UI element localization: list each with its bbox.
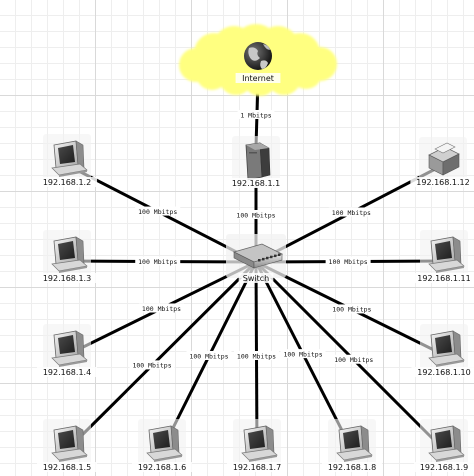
- link-label-pc-1-8: 100 Mbitps: [280, 349, 326, 358]
- node-pc-1-7[interactable]: 192.168.1.7: [226, 418, 288, 472]
- node-label-pc-1-4: 192.168.1.4: [36, 367, 98, 377]
- node-pc-1-11[interactable]: 192.168.1.11: [411, 229, 474, 283]
- link-label-pc-1-5: 100 Mbitps: [129, 360, 175, 370]
- svg-text:192.168.1.5: 192.168.1.5: [43, 463, 91, 472]
- node-printer-1-12[interactable]: 192.168.1.12: [410, 137, 474, 187]
- link-label-pc-1-9: 100 Mbitps: [331, 354, 377, 364]
- svg-text:Internet: Internet: [242, 74, 274, 83]
- svg-text:1 Mbitps: 1 Mbitps: [240, 111, 271, 119]
- link-label-pc-1-6: 100 Mbitps: [186, 351, 232, 360]
- link-labels-layer: 1 Mbitps 100 Mbitps 100 Mbitps 100 Mbitps 10…: [129, 110, 377, 370]
- svg-text:100 Mbitps: 100 Mbitps: [138, 208, 177, 216]
- svg-text:100 Mbitps: 100 Mbitps: [132, 362, 171, 370]
- svg-text:192.168.1.12: 192.168.1.12: [416, 178, 469, 187]
- link-label-pc-1-3: 100 Mbitps: [135, 256, 181, 266]
- node-label-pc-1-2: 192.168.1.2: [36, 177, 98, 187]
- node-pc-1-9[interactable]: 192.168.1.9: [413, 418, 474, 472]
- router-node[interactable]: 192.168.1.1: [225, 136, 287, 188]
- link-label-pc-1-4: 100 Mbitps: [139, 303, 184, 313]
- link-label-pc-1-2: 100 Mbitps: [135, 206, 181, 216]
- computer-icon: [232, 418, 282, 470]
- svg-text:100 Mbitps: 100 Mbitps: [332, 306, 371, 314]
- link-label-router-switch: 100 Mbitps: [233, 210, 279, 219]
- svg-text:100 Mbitps: 100 Mbitps: [283, 350, 322, 358]
- svg-text:192.168.1.1: 192.168.1.1: [232, 179, 280, 188]
- internet-node[interactable]: Internet: [179, 24, 337, 96]
- switch-icon: [226, 234, 286, 278]
- computer-icon: [42, 323, 92, 375]
- svg-text:192.168.1.4: 192.168.1.4: [43, 368, 91, 377]
- node-label-printer-1-12: 192.168.1.12: [410, 177, 474, 187]
- svg-text:100 Mbitps: 100 Mbitps: [237, 352, 276, 360]
- node-label-pc-1-11: 192.168.1.11: [411, 273, 474, 283]
- computer-icon: [419, 229, 469, 281]
- node-label-pc-1-3: 192.168.1.3: [36, 273, 98, 283]
- node-label-pc-1-7: 192.168.1.7: [226, 462, 288, 472]
- svg-text:100 Mbitps: 100 Mbitps: [236, 211, 275, 219]
- computer-icon: [327, 418, 377, 470]
- internet-label: Internet: [235, 73, 281, 83]
- node-label-pc-1-10: 192.168.1.10: [411, 367, 474, 377]
- link-label-internet-router: 1 Mbitps: [237, 110, 275, 119]
- globe-icon: [244, 42, 272, 70]
- link-label-printer-1-12: 100 Mbitps: [328, 207, 374, 217]
- node-pc-1-4[interactable]: 192.168.1.4: [36, 323, 98, 377]
- svg-text:192.168.1.3: 192.168.1.3: [43, 274, 91, 283]
- server-icon: [232, 136, 280, 188]
- svg-text:192.168.1.7: 192.168.1.7: [233, 463, 281, 472]
- switch-node[interactable]: Switch: [226, 234, 286, 283]
- computer-icon: [42, 229, 92, 281]
- router-label: 192.168.1.1: [225, 178, 287, 188]
- node-label-pc-1-6: 192.168.1.6: [131, 462, 193, 472]
- computer-icon: [419, 418, 469, 470]
- node-label-pc-1-5: 192.168.1.5: [36, 462, 98, 472]
- svg-text:100 Mbitps: 100 Mbitps: [332, 209, 371, 217]
- svg-text:100 Mbitps: 100 Mbitps: [142, 305, 181, 313]
- link-label-pc-1-11: 100 Mbitps: [325, 256, 371, 266]
- svg-text:100 Mbitps: 100 Mbitps: [329, 258, 368, 266]
- svg-text:192.168.1.8: 192.168.1.8: [328, 463, 376, 472]
- node-label-pc-1-9: 192.168.1.9: [413, 462, 474, 472]
- computer-icon: [137, 418, 187, 470]
- svg-text:100 Mbitps: 100 Mbitps: [138, 258, 177, 266]
- svg-text:Switch: Switch: [243, 274, 269, 283]
- node-pc-1-3[interactable]: 192.168.1.3: [36, 229, 98, 283]
- svg-text:192.168.1.2: 192.168.1.2: [43, 178, 91, 187]
- svg-text:192.168.1.11: 192.168.1.11: [417, 274, 470, 283]
- cloud-icon: [179, 24, 337, 96]
- svg-text:100 Mbitps: 100 Mbitps: [189, 352, 228, 360]
- link-label-pc-1-10: 100 Mbitps: [329, 304, 375, 314]
- switch-label: Switch: [238, 273, 274, 283]
- node-pc-1-10[interactable]: 192.168.1.10: [411, 323, 474, 377]
- svg-text:100 Mbitps: 100 Mbitps: [334, 356, 373, 364]
- node-label-pc-1-8: 192.168.1.8: [321, 462, 383, 472]
- computer-icon: [42, 133, 92, 185]
- node-pc-1-2[interactable]: 192.168.1.2: [36, 133, 98, 187]
- node-pc-1-6[interactable]: 192.168.1.6: [131, 418, 193, 472]
- svg-text:192.168.1.9: 192.168.1.9: [420, 463, 468, 472]
- svg-text:192.168.1.6: 192.168.1.6: [138, 463, 186, 472]
- svg-text:192.168.1.10: 192.168.1.10: [417, 368, 470, 377]
- node-pc-1-5[interactable]: 192.168.1.5: [36, 418, 98, 472]
- computer-icon: [419, 323, 469, 375]
- computer-icon: [42, 418, 92, 470]
- link-switch-pc-1-5: [65, 260, 258, 452]
- printer-icon: [419, 137, 467, 181]
- node-pc-1-8[interactable]: 192.168.1.8: [321, 418, 383, 472]
- link-label-pc-1-7: 100 Mbitps: [234, 351, 279, 360]
